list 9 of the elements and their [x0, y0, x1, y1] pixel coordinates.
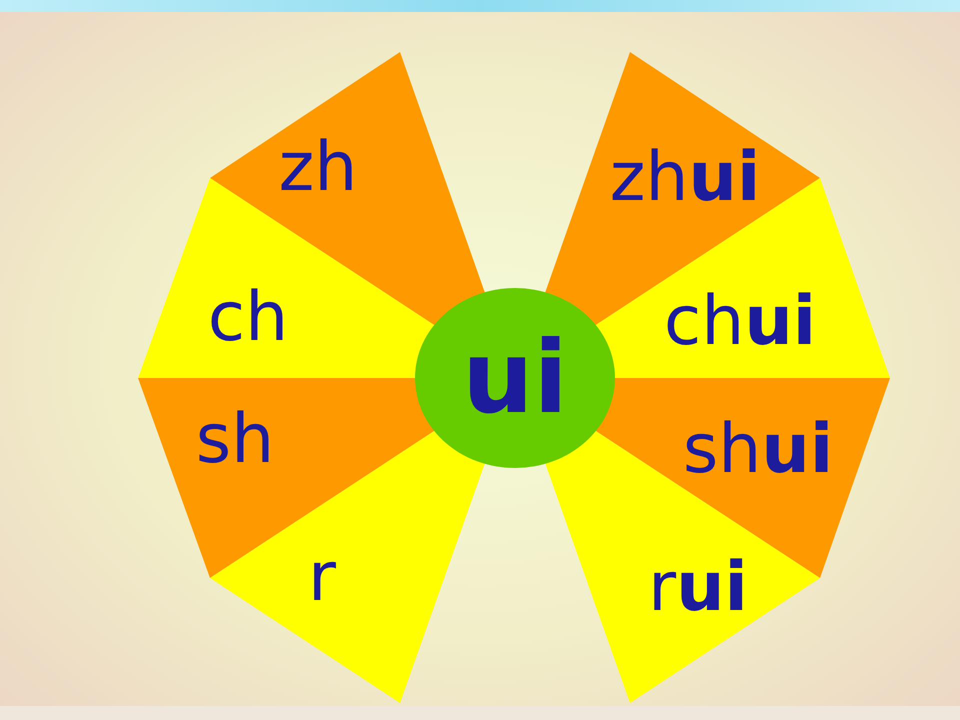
pinyin-syllable: rui — [648, 554, 748, 622]
pinyin-syllable: shui — [682, 416, 834, 484]
pinyin-syllable: zh — [278, 134, 358, 202]
pinyin-syllable: r — [308, 544, 336, 612]
pinyin-syllable: chui — [664, 288, 816, 356]
pinyin-syllable: zhui — [610, 144, 760, 212]
pinyin-syllable: ui — [462, 328, 568, 428]
pinyin-syllable: sh — [196, 406, 274, 474]
pinyin-syllable: ch — [208, 284, 288, 352]
